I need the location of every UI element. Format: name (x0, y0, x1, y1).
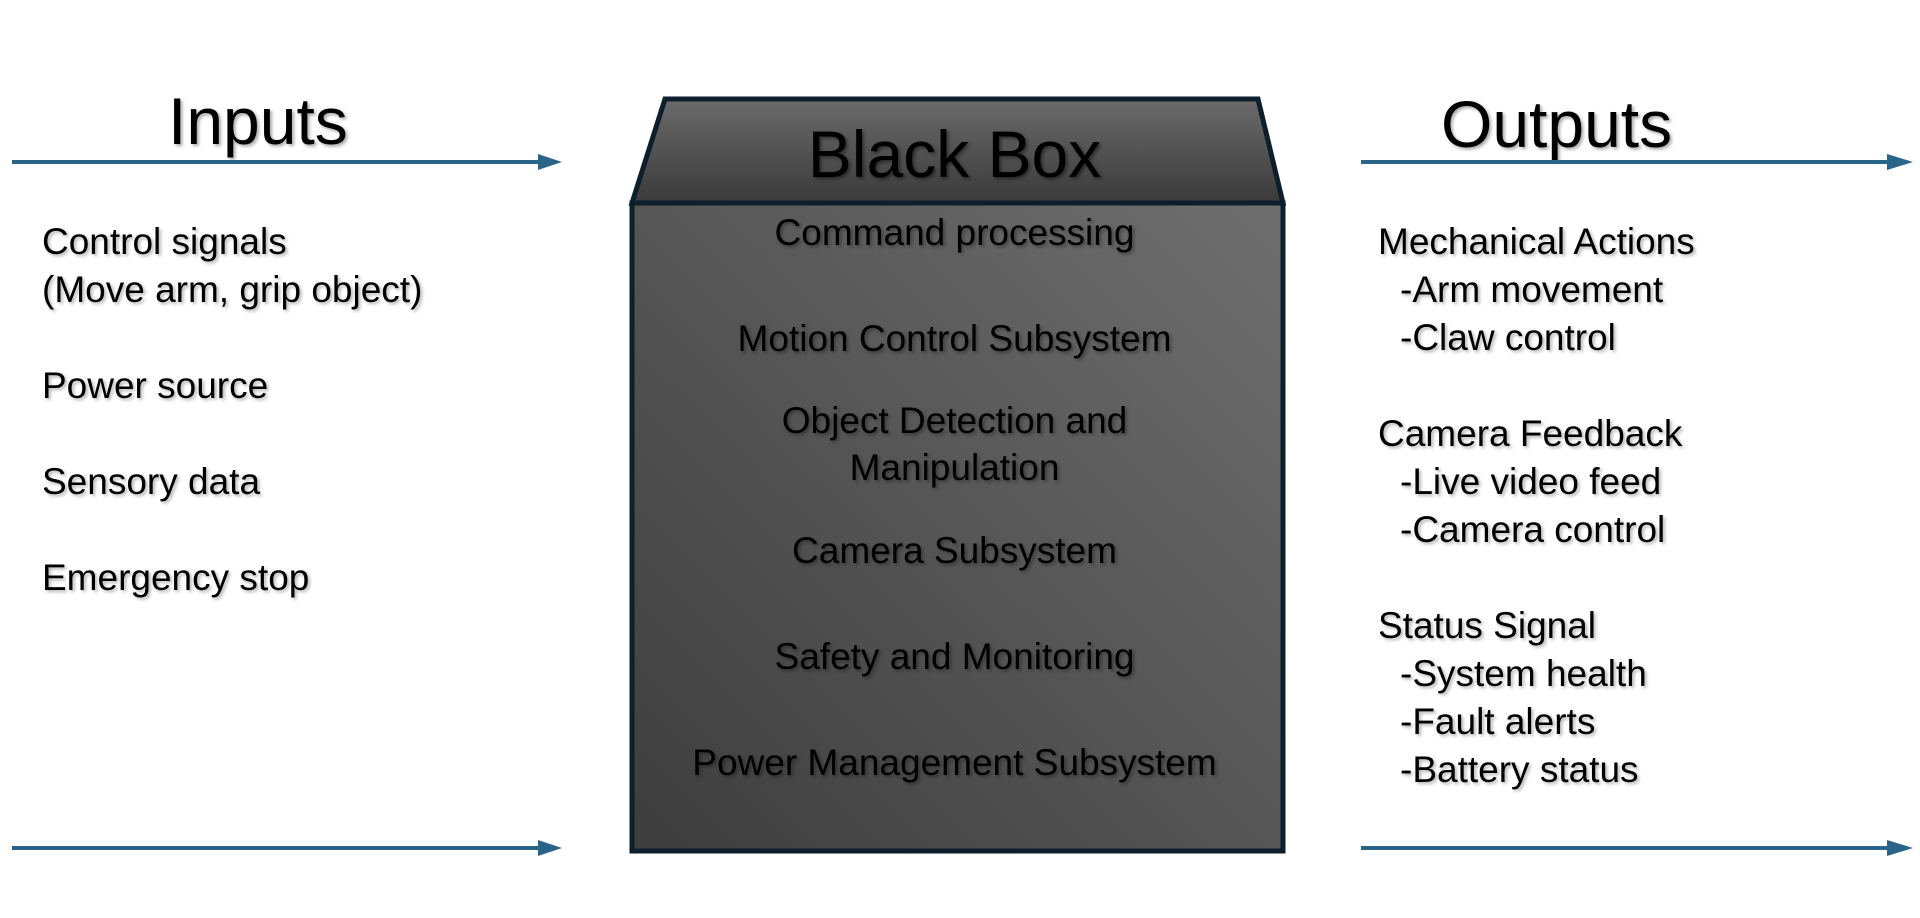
output-group-heading: Camera Feedback (1378, 413, 1683, 454)
black-box-title: Black Box (807, 117, 1102, 191)
input-item-line: Control signals (42, 221, 287, 262)
subsystem-line: Safety and Monitoring (774, 635, 1135, 677)
output-detail: -Live video feed (1400, 461, 1662, 502)
inputs-bottom-arrow (12, 840, 562, 856)
output-group: Status Signal -System health -Fault alerts… (1378, 602, 1695, 794)
output-detail: -Fault alerts (1400, 701, 1596, 742)
outputs-bottom-arrow (1361, 840, 1913, 856)
subsystem-line: Power Management Subsystem (692, 741, 1217, 783)
subsystem-item: Motion Control Subsystem (632, 315, 1277, 362)
output-detail: -Arm movement (1400, 269, 1664, 310)
inputs-top-arrow (12, 154, 562, 170)
input-item: Sensory data (42, 458, 422, 506)
input-item-line: (Move arm, grip object) (42, 269, 423, 310)
subsystem-line: Manipulation (849, 447, 1060, 488)
input-item: Power source (42, 362, 422, 410)
outputs-top-arrow (1361, 154, 1913, 170)
input-item-line: Sensory data (42, 461, 261, 502)
subsystem-line: Object Detection and (781, 400, 1128, 441)
subsystem-item: Command processing (632, 209, 1277, 256)
subsystem-item: Camera Subsystem (632, 527, 1277, 574)
subsystem-line: Camera Subsystem (792, 529, 1117, 571)
input-item-line: Power source (42, 365, 269, 406)
output-group-heading: Mechanical Actions (1378, 221, 1695, 262)
subsystem-item: Safety and Monitoring (632, 633, 1277, 680)
inputs-title: Inputs (168, 84, 348, 158)
subsystem-line: Command processing (774, 211, 1135, 253)
subsystem-line: Motion Control Subsystem (737, 317, 1172, 359)
black-box-body (629, 200, 1286, 854)
input-item-line: Emergency stop (42, 557, 310, 598)
output-detail: -Camera control (1400, 509, 1666, 550)
inputs-list: Control signals (Move arm, grip object) Po… (42, 218, 422, 650)
black-box (628, 96, 1287, 854)
output-group-heading: Status Signal (1378, 605, 1597, 646)
outputs-title: Outputs (1441, 87, 1673, 161)
output-group: Mechanical Actions -Arm movement -Claw con… (1378, 218, 1695, 362)
input-item: Control signals (Move arm, grip object) (42, 218, 422, 314)
subsystem-item: Power Management Subsystem (632, 739, 1277, 786)
outputs-list: Mechanical Actions -Arm movement -Claw con… (1378, 218, 1695, 842)
input-item: Emergency stop (42, 554, 422, 602)
output-detail: -Battery status (1400, 749, 1639, 790)
output-detail: -Claw control (1400, 317, 1616, 358)
output-detail: -System health (1400, 653, 1647, 694)
output-group: Camera Feedback -Live video feed -Camera c… (1378, 410, 1695, 554)
